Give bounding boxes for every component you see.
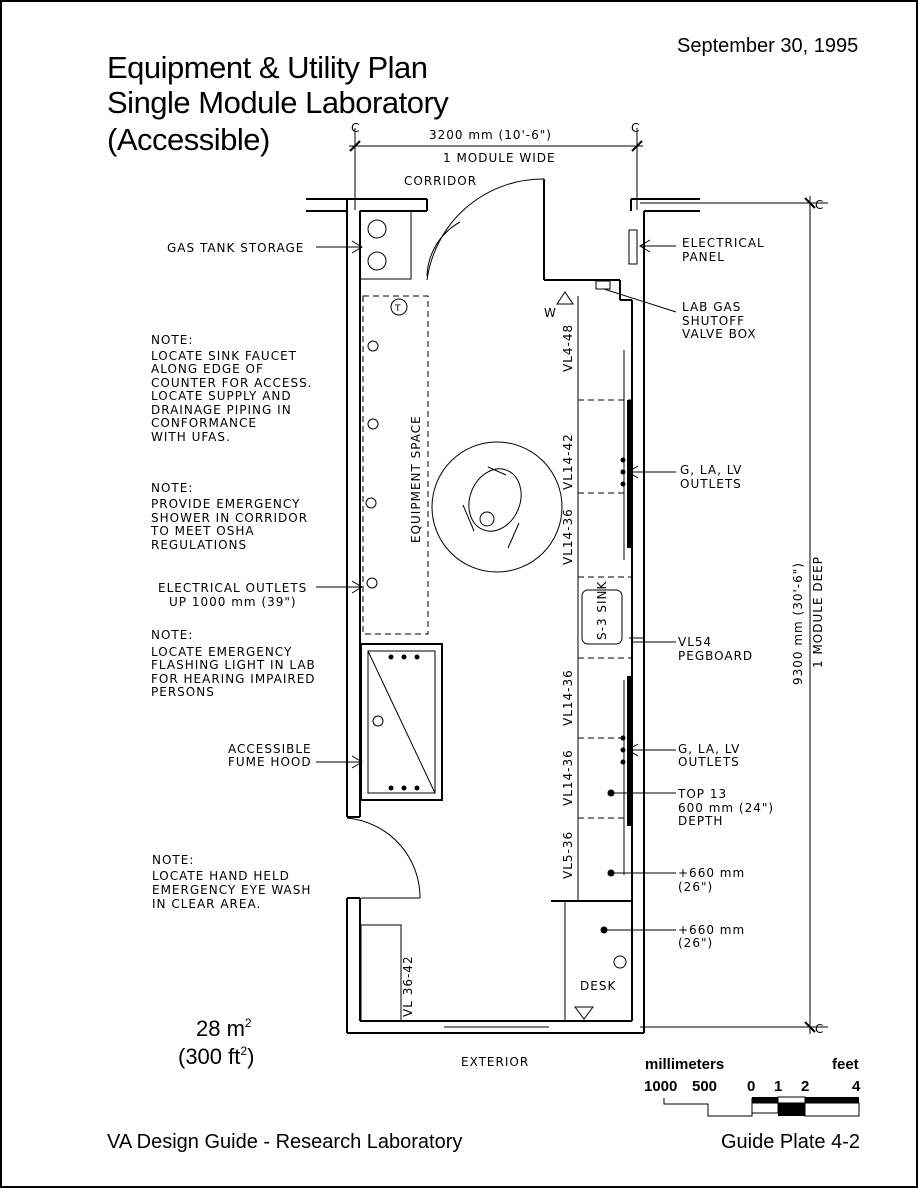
corridor-label: CORRIDOR <box>404 174 477 188</box>
wheelchair-turning-circle <box>431 441 563 573</box>
right-wall-outlets <box>600 457 644 934</box>
svg-text:(300 ft2): (300 ft2) <box>178 1044 254 1069</box>
width-label: 3200 mm (10'-6") <box>429 128 552 142</box>
svg-text:C: C <box>631 121 640 135</box>
casework-label: VL14-36 <box>561 749 575 806</box>
scale-mm-tick: 1000 <box>644 1078 677 1095</box>
right-leaders <box>603 239 677 931</box>
note-outlet-height-2: +660 mm (26") <box>678 923 750 950</box>
left-leaders <box>316 240 363 769</box>
casework-label: VL 36-42 <box>401 955 415 1017</box>
note-gas-shutoff: LAB GAS SHUTOFF VALVE BOX <box>682 300 757 341</box>
left-notes: GAS TANK STORAGE NOTE: LOCATE SINK FAUCE… <box>150 241 321 911</box>
gas-valve-box: W <box>544 280 611 320</box>
footer-guide-title: VA Design Guide - Research Laboratory <box>107 1131 462 1153</box>
equipment-space-label: EQUIPMENT SPACE <box>409 415 423 543</box>
note-outlets-upper: G, LA, LV OUTLETS <box>680 463 747 491</box>
scale-ft-tick: 4 <box>852 1078 861 1095</box>
svg-text:C: C <box>351 121 360 135</box>
depth-label: 9300 mm (30'-6") <box>791 562 805 685</box>
title-line-1: Equipment & Utility Plan <box>107 50 428 85</box>
casework-label: VL14-42 <box>561 433 575 490</box>
title-line-3: (Accessible) <box>107 122 270 157</box>
svg-text:28 m2: 28 m2 <box>196 1016 252 1041</box>
area-label: 28 m2 (300 ft2) <box>178 1016 254 1069</box>
scale-feet: feet <box>832 1056 859 1073</box>
fume-hood <box>360 643 443 801</box>
sink-label: S-3 SINK <box>595 580 609 640</box>
note-sink-faucet: NOTE: LOCATE SINK FAUCET ALONG EDGE OF C… <box>151 333 317 444</box>
wheelchair-icon <box>462 466 522 549</box>
svg-text:C: C <box>815 1022 824 1036</box>
desk-label: DESK <box>580 979 616 993</box>
note-outlets-lower: G, LA, LV OUTLETS <box>678 742 745 769</box>
marker-t: T <box>394 304 402 314</box>
casework-label: VL14-36 <box>561 669 575 726</box>
note-electrical-outlets: ELECTRICAL OUTLETS UP 1000 mm (39") <box>158 581 312 609</box>
corridor-door <box>426 178 545 281</box>
note-emergency-shower: NOTE: PROVIDE EMERGENCY SHOWER IN CORRID… <box>150 481 313 552</box>
note-fume-hood: ACCESSIBLE FUME HOOD <box>228 742 316 769</box>
svg-text:C: C <box>815 198 824 212</box>
lab-walls <box>306 179 700 1034</box>
scale-ft-tick: 2 <box>801 1078 809 1095</box>
depth-dimension: C C 9300 mm (30'-6") 1 MODULE DEEP <box>640 196 828 1036</box>
scale-ft-tick: 1 <box>774 1078 782 1095</box>
desk: DESK <box>574 955 627 1020</box>
casework-labels: VL4-48 VL14-42 VL14-36 VL14-36 VL14-36 V… <box>401 324 575 1017</box>
casework-label: VL14-36 <box>561 508 575 565</box>
equipment-space: T EQUIPMENT SPACE <box>362 295 429 635</box>
marker-w: W <box>544 306 557 320</box>
note-pegboard: VL54 PEGBOARD <box>678 635 753 663</box>
exterior-door <box>346 817 421 899</box>
width-dimension: C C 3200 mm (10'-6") 1 MODULE WIDE <box>349 121 643 210</box>
sink: S-3 SINK <box>581 580 623 645</box>
module-deep-label: 1 MODULE DEEP <box>811 556 825 668</box>
casework-label: VL4-48 <box>561 324 575 372</box>
note-eye-wash: NOTE: LOCATE HAND HELD EMERGENCY EYE WAS… <box>152 853 316 911</box>
base-cabinet <box>360 924 402 1022</box>
note-top: TOP 13 600 mm (24") DEPTH <box>677 787 779 828</box>
right-notes: ELECTRICAL PANEL LAB GAS SHUTOFF VALVE B… <box>677 236 779 950</box>
casework-label: VL5-36 <box>561 831 575 879</box>
scale-mm-tick: 500 <box>692 1078 717 1095</box>
casework <box>551 296 632 1021</box>
gas-tank-storage <box>359 210 412 280</box>
note-gas-tank-storage: GAS TANK STORAGE <box>167 241 304 255</box>
plate-date: September 30, 1995 <box>677 35 858 57</box>
note-flashing-light: NOTE: LOCATE EMERGENCY FLASHING LIGHT IN… <box>151 628 321 699</box>
scale-millimeters: millimeters <box>645 1056 724 1073</box>
note-electrical-panel: ELECTRICAL PANEL <box>682 236 770 264</box>
left-wall-outlets <box>365 340 384 727</box>
exterior-label: EXTERIOR <box>461 1055 529 1069</box>
footer-plate-number: Guide Plate 4-2 <box>721 1131 860 1153</box>
electrical-panel <box>628 229 638 265</box>
note-outlet-height-1: +660 mm (26") <box>678 866 750 894</box>
graphic-scale: millimeters feet 1000 500 0 1 2 4 <box>644 1056 861 1117</box>
module-wide-label: 1 MODULE WIDE <box>443 151 556 165</box>
scale-ft-tick: 0 <box>747 1078 755 1095</box>
title-line-2: Single Module Laboratory <box>107 85 449 120</box>
